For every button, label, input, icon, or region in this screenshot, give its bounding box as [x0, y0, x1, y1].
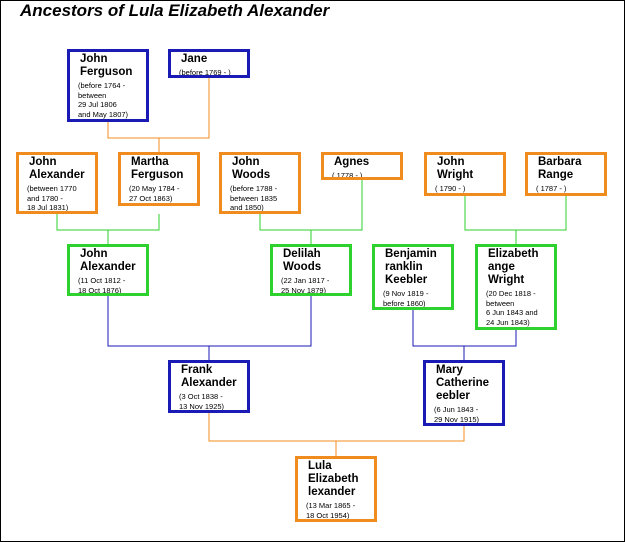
connector-ferguson-family — [107, 78, 210, 153]
person-dates: (between 1770 and 1780 - 18 Jul 1831) — [27, 184, 77, 212]
person-name: John Wright — [437, 156, 474, 181]
person-dates: (13 Mar 1865 - 18 Oct 1954) — [306, 501, 356, 520]
person-box-elizabeth-wright[interactable]: Elizabeth ange Wright (20 Dec 1818 - bet… — [475, 244, 557, 330]
person-name: Benjamin ranklin Keebler — [385, 248, 437, 286]
connector-alexander-family — [56, 214, 160, 245]
person-dates: (9 Nov 1819 - before 1860) — [383, 289, 429, 308]
person-box-lula-alexander[interactable]: Lula Elizabeth lexander (13 Mar 1865 - 1… — [295, 456, 377, 522]
person-name: Mary Catherine eebler — [436, 364, 490, 402]
person-box-jane[interactable]: Jane (before 1769 - ) — [168, 49, 250, 78]
person-box-delilah-woods[interactable]: Delilah Woods (22 Jan 1817 - 25 Nov 1879… — [270, 244, 352, 296]
person-box-john-alexander-jr[interactable]: John Alexander (11 Oct 1812 - 18 Oct 187… — [67, 244, 149, 296]
person-name: Barbara Range — [538, 156, 582, 181]
person-dates: (before 1788 - between 1835 and 1850) — [230, 184, 278, 212]
connector-lula-parents — [208, 413, 465, 457]
person-box-john-woods[interactable]: John Woods (before 1788 - between 1835 a… — [219, 152, 301, 214]
person-name: Agnes — [334, 156, 370, 168]
person-box-martha-ferguson[interactable]: Martha Ferguson (20 May 1784 - 27 Oct 18… — [118, 152, 200, 206]
person-name: Delilah Woods — [283, 248, 322, 273]
person-dates: (20 May 1784 - 27 Oct 1863) — [129, 184, 180, 203]
person-name: John Alexander — [80, 248, 136, 273]
person-dates: (22 Jan 1817 - 25 Nov 1879) — [281, 276, 330, 295]
person-dates: ( 1790 - ) — [435, 184, 466, 193]
person-dates: (20 Dec 1818 - between 6 Jun 1843 and 24… — [486, 289, 538, 327]
person-name: Martha Ferguson — [131, 156, 184, 181]
person-box-frank-alexander[interactable]: Frank Alexander (3 Oct 1838 - 13 Nov 192… — [168, 360, 250, 413]
person-dates: ( 1787 - ) — [536, 184, 567, 193]
connector-mary-parents — [412, 310, 517, 361]
connector-frank-parents — [107, 296, 312, 361]
person-box-john-ferguson[interactable]: John Ferguson (before 1764 - between 29 … — [67, 49, 149, 122]
person-dates: (before 1764 - between 29 Jul 1806 and M… — [78, 81, 129, 119]
person-box-agnes[interactable]: Agnes ( 1778 - ) — [321, 152, 403, 180]
person-dates: (11 Oct 1812 - 18 Oct 1876) — [78, 276, 126, 295]
person-dates: ( 1778 - ) — [332, 171, 363, 180]
person-name: John Alexander — [29, 156, 85, 181]
person-name: Jane — [181, 53, 208, 65]
connector-wright-family — [464, 196, 567, 245]
person-box-benjamin-keebler[interactable]: Benjamin ranklin Keebler (9 Nov 1819 - b… — [372, 244, 454, 310]
connector-woods-family — [259, 180, 363, 245]
person-name: John Ferguson — [80, 53, 133, 78]
person-dates: (3 Oct 1838 - 13 Nov 1925) — [179, 392, 225, 411]
person-box-john-alexander-sr[interactable]: John Alexander (between 1770 and 1780 - … — [16, 152, 98, 214]
person-dates: (6 Jun 1843 - 29 Nov 1915) — [434, 405, 480, 424]
person-box-john-wright[interactable]: John Wright ( 1790 - ) — [424, 152, 506, 196]
chart-title: Ancestors of Lula Elizabeth Alexander — [20, 1, 330, 20]
person-dates: (before 1769 - ) — [179, 68, 231, 77]
person-box-barbara-range[interactable]: Barbara Range ( 1787 - ) — [525, 152, 607, 196]
person-name: Elizabeth ange Wright — [488, 248, 539, 286]
person-name: John Woods — [232, 156, 271, 181]
person-box-mary-keebler[interactable]: Mary Catherine eebler (6 Jun 1843 - 29 N… — [423, 360, 505, 426]
person-name: Frank Alexander — [181, 364, 237, 389]
person-name: Lula Elizabeth lexander — [308, 460, 359, 498]
